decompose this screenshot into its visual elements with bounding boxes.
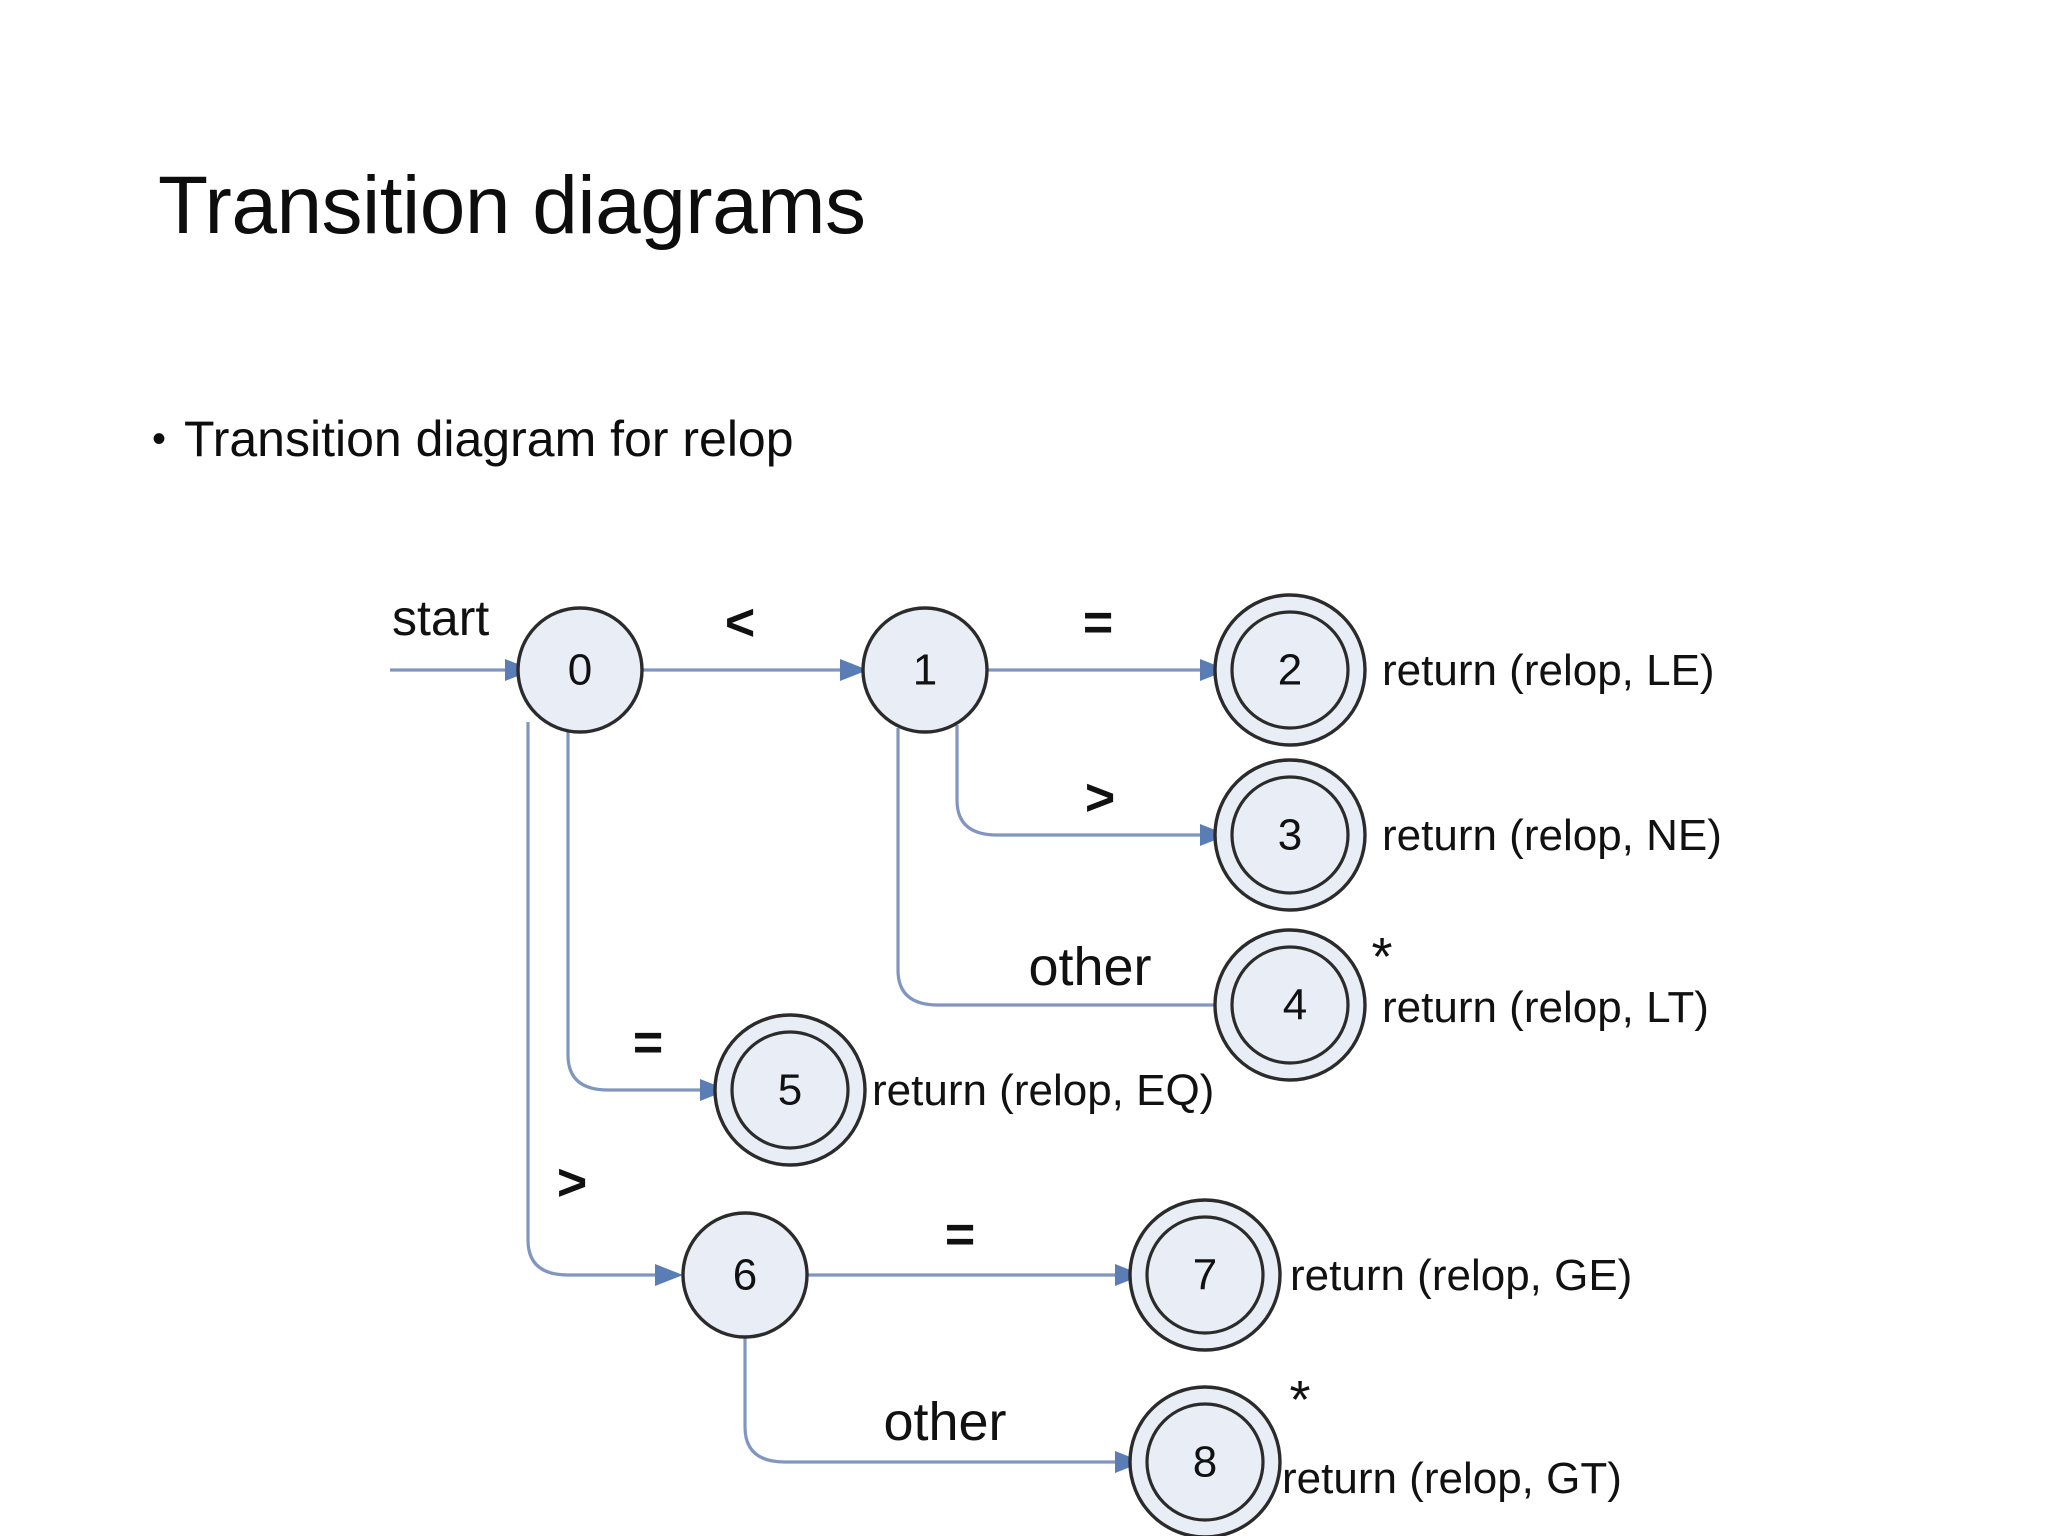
state-circle-inner[interactable]: [1145, 1402, 1265, 1522]
edge-label-0-5: =: [633, 1014, 663, 1072]
state-label: 3: [1278, 811, 1302, 860]
edge-line: [526, 722, 655, 1277]
state-label: 2: [1278, 646, 1302, 695]
bullet-marker-icon: •: [152, 417, 167, 461]
node-group: 0 1 2 3 4: [516, 593, 1367, 1536]
state-label: 8: [1193, 1438, 1217, 1487]
state-label: 6: [733, 1251, 757, 1300]
state-node-4[interactable]: 4: [1213, 928, 1367, 1082]
action-label-state-5: return (relop, EQ): [872, 1066, 1214, 1115]
state-circle-inner[interactable]: [1230, 610, 1350, 730]
edge-1-to-2: [987, 659, 1228, 681]
state-label: 1: [913, 646, 937, 695]
arrow-head-icon: [655, 1264, 683, 1286]
state-label: 4: [1283, 981, 1307, 1030]
state-node-6[interactable]: 6: [681, 1211, 809, 1339]
star-marker-state-8: *: [1289, 1370, 1310, 1430]
action-label-state-2: return (relop, LE): [1382, 646, 1715, 695]
arrow-head-icon: [840, 659, 868, 681]
edge-label-1-4: other: [1028, 937, 1151, 997]
edge-label-1-2: =: [1083, 594, 1113, 652]
state-circle-inner[interactable]: [1145, 1215, 1265, 1335]
edge-line: [566, 730, 700, 1092]
state-label: 5: [778, 1066, 802, 1115]
bullet-item-label: Transition diagram for relop: [184, 411, 794, 467]
edge-line: [955, 725, 1200, 837]
state-circle[interactable]: [681, 1211, 809, 1339]
edge-label-group: start < = > other = > = other: [392, 590, 1152, 1452]
state-node-5[interactable]: 5: [713, 1013, 867, 1167]
edge-label-6-8: other: [883, 1392, 1006, 1452]
star-marker-state-4: *: [1371, 927, 1392, 987]
edge-0-to-1: [642, 659, 868, 681]
edge-label-1-3: >: [1085, 769, 1115, 827]
state-node-7[interactable]: 7: [1128, 1198, 1282, 1352]
edge-label-6-7: =: [945, 1206, 975, 1264]
edge-start-to-0: [390, 659, 533, 681]
edge-line: [896, 728, 1258, 1007]
action-label-state-7: return (relop, GE): [1290, 1251, 1632, 1300]
action-label-state-8: return (relop, GT): [1282, 1454, 1622, 1503]
action-label-group: return (relop, LE) return (relop, NE) * …: [872, 646, 1722, 1503]
page-title: Transition diagrams: [158, 160, 866, 251]
state-node-2[interactable]: 2: [1213, 593, 1367, 747]
state-node-3[interactable]: 3: [1213, 758, 1367, 912]
action-label-state-3: return (relop, NE): [1382, 811, 1722, 860]
edge-line: [743, 1337, 1115, 1464]
edge-6-to-7: [807, 1264, 1143, 1286]
edge-label-0-6: >: [557, 1154, 587, 1212]
bullet-item: • Transition diagram for relop: [152, 412, 794, 467]
state-label: 0: [568, 646, 592, 695]
state-circle-inner[interactable]: [1230, 775, 1350, 895]
state-node-8[interactable]: 8: [1128, 1385, 1282, 1536]
state-circle[interactable]: [861, 606, 989, 734]
action-label-state-4: return (relop, LT): [1382, 983, 1709, 1032]
state-circle-inner[interactable]: [1230, 945, 1350, 1065]
state-circle[interactable]: [516, 606, 644, 734]
state-node-1[interactable]: 1: [861, 606, 989, 734]
start-label: start: [392, 590, 489, 646]
state-node-0[interactable]: 0: [516, 606, 644, 734]
edge-0-to-6: [526, 722, 683, 1286]
state-label: 7: [1193, 1251, 1217, 1300]
edge-label-0-1: <: [725, 594, 755, 652]
state-circle-inner[interactable]: [730, 1030, 850, 1150]
